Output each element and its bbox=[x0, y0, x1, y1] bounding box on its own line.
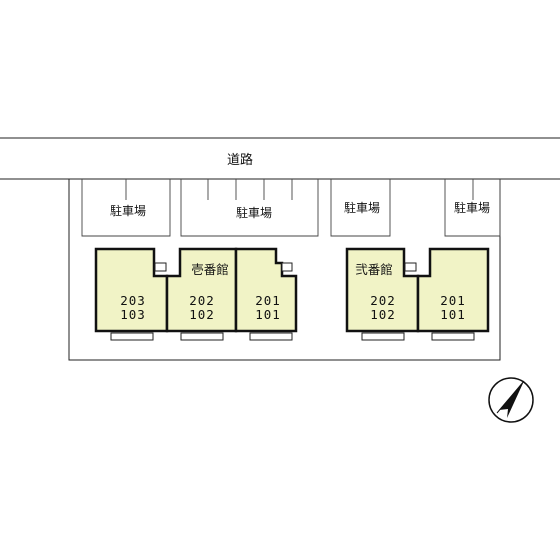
parking-area-2 bbox=[180, 179, 319, 237]
parking-label-2: 駐車場 bbox=[236, 205, 272, 220]
unit-block-201-101 bbox=[234, 247, 298, 333]
stair-box bbox=[281, 262, 293, 272]
road-label: 道路 bbox=[227, 152, 253, 168]
unit-number-upper: 201 bbox=[440, 293, 466, 308]
unit-number-lower: 103 bbox=[120, 307, 146, 322]
balcony bbox=[431, 332, 475, 341]
building-1 bbox=[94, 247, 298, 341]
parking-area-3 bbox=[330, 179, 391, 237]
parking-area-1 bbox=[81, 179, 171, 237]
north-arrow-icon bbox=[488, 377, 534, 423]
parking-label-4: 駐車場 bbox=[454, 200, 490, 215]
unit-number-lower: 102 bbox=[370, 307, 396, 322]
unit-number-upper: 202 bbox=[370, 293, 396, 308]
building-2-name: 弐番館 bbox=[355, 262, 393, 277]
balcony bbox=[180, 332, 224, 341]
balcony bbox=[249, 332, 293, 341]
unit-number-lower: 101 bbox=[255, 307, 281, 322]
unit-number-lower: 102 bbox=[189, 307, 215, 322]
balcony bbox=[110, 332, 154, 341]
unit-number-upper: 202 bbox=[189, 293, 215, 308]
road: 道路 bbox=[0, 137, 560, 180]
parking-area-4 bbox=[444, 179, 501, 237]
site-boundary bbox=[68, 179, 501, 361]
parking-label-3: 駐車場 bbox=[344, 200, 380, 215]
stair-box bbox=[404, 262, 417, 272]
building-1-name: 壱番館 bbox=[191, 262, 229, 277]
unit-number-upper: 201 bbox=[255, 293, 281, 308]
unit-number-upper: 203 bbox=[120, 293, 146, 308]
unit-number-lower: 101 bbox=[440, 307, 466, 322]
unit-block-201-101 bbox=[416, 247, 490, 333]
building-2 bbox=[345, 247, 490, 341]
balcony bbox=[361, 332, 405, 341]
parking-label-1: 駐車場 bbox=[110, 203, 146, 218]
stair-box bbox=[154, 262, 167, 272]
